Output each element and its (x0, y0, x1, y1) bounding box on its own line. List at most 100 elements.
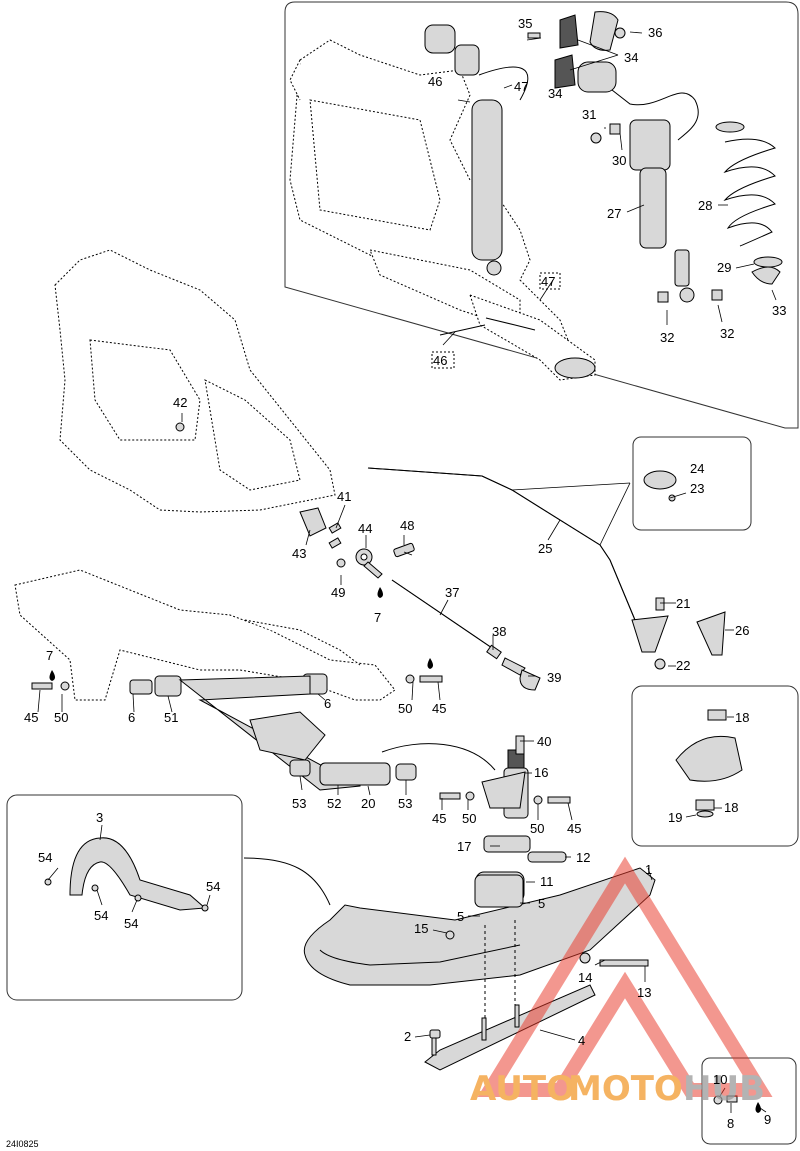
callout-35: 35 (518, 16, 532, 31)
callout-37: 37 (445, 585, 459, 600)
callout-6: 6 (128, 710, 135, 725)
lower-arm-linkage (439, 294, 596, 381)
callout-8: 8 (727, 1116, 734, 1131)
callout-5: 5 (457, 909, 464, 924)
callout-54: 54 (124, 916, 138, 931)
callout-39: 39 (547, 670, 561, 685)
callout-2: 2 (404, 1029, 411, 1044)
ski (243, 857, 656, 1030)
callout-5: 5 (538, 896, 545, 911)
callout-38: 38 (492, 624, 506, 639)
callout-18: 18 (735, 710, 749, 725)
a-arm-hardware (31, 674, 443, 691)
callout-47: 47 (514, 79, 528, 94)
watermark-hub: HUB (683, 1069, 765, 1109)
callout-41: 41 (337, 489, 351, 504)
spindle-bushing-frame (631, 685, 799, 847)
callout-50: 50 (530, 821, 544, 836)
callout-45: 45 (24, 710, 38, 725)
callout-4: 4 (578, 1033, 585, 1048)
callout-30: 30 (612, 153, 626, 168)
callout-34: 34 (624, 50, 638, 65)
a-arm (129, 673, 417, 791)
callout-50: 50 (462, 811, 476, 826)
callout-50: 50 (54, 710, 68, 725)
ref-box-47 (539, 272, 561, 290)
grease-drop-icon (755, 1102, 761, 1113)
callout-22: 22 (676, 658, 690, 673)
handle-assembly (44, 837, 209, 912)
callout-13: 13 (637, 985, 651, 1000)
callout-47: 47 (541, 274, 555, 289)
callout-23: 23 (690, 481, 704, 496)
callout-24: 24 (690, 461, 704, 476)
callout-32: 32 (660, 330, 674, 345)
tie-rod-bracket (175, 422, 342, 549)
callout-6: 6 (324, 696, 331, 711)
callout-52: 52 (327, 796, 341, 811)
handle-detail-frame (6, 794, 243, 1001)
callout-46: 46 (433, 353, 447, 368)
tie-rod (391, 579, 541, 691)
front-frame-outline (14, 569, 396, 701)
watermark-triangle-icon (477, 856, 773, 1097)
leader-lines (37, 31, 777, 1113)
callout-21: 21 (676, 596, 690, 611)
callout-40: 40 (537, 734, 551, 749)
tie-rod-end (336, 542, 415, 579)
callout-45: 45 (432, 811, 446, 826)
callout-28: 28 (698, 198, 712, 213)
carbide-runner (424, 984, 596, 1071)
callout-11: 11 (540, 874, 554, 889)
ref-box-46 (431, 351, 455, 369)
shock-mount-cylinder (424, 24, 529, 276)
callout-17: 17 (457, 839, 471, 854)
callout-50: 50 (398, 701, 412, 716)
callout-27: 27 (607, 206, 621, 221)
callout-26: 26 (735, 623, 749, 638)
callout-10: 10 (713, 1072, 727, 1087)
bracket-detail-frame (632, 436, 752, 531)
callout-54: 54 (206, 879, 220, 894)
steering-column (367, 467, 726, 670)
callout-9: 9 (764, 1112, 771, 1127)
watermark-moto: MOTO (568, 1069, 683, 1109)
callout-31: 31 (582, 107, 596, 122)
callout-43: 43 (292, 546, 306, 561)
callout-15: 15 (414, 921, 428, 936)
callout-25: 25 (538, 541, 552, 556)
callout-53: 53 (398, 796, 412, 811)
carbide-detail-frame (701, 1057, 797, 1145)
callout-51: 51 (164, 710, 178, 725)
automotohub-watermark: AUTO MOTO HUB (470, 856, 773, 1109)
bushing-detail (675, 709, 743, 818)
callout-3: 3 (96, 810, 103, 825)
callout-53: 53 (292, 796, 306, 811)
callout-14: 14 (578, 970, 592, 985)
callout-49: 49 (331, 585, 345, 600)
grease-drop-icon (427, 658, 433, 669)
chassis-middle-outline (54, 249, 336, 513)
watermark-auto: AUTO (470, 1069, 575, 1109)
callout-33: 33 (772, 303, 786, 318)
callout-7: 7 (374, 610, 381, 625)
callout-16: 16 (534, 765, 548, 780)
callout-36: 36 (648, 25, 662, 40)
diagram-ref-code: 24I0825 (6, 1139, 39, 1149)
callout-45: 45 (567, 821, 581, 836)
callout-32: 32 (720, 326, 734, 341)
coil-spring (715, 121, 783, 285)
callout-19: 19 (668, 810, 682, 825)
callout-20: 20 (361, 796, 375, 811)
callout-12: 12 (576, 850, 590, 865)
grease-drop-icon (49, 670, 55, 681)
callout-1: 1 (645, 862, 652, 877)
callout-29: 29 (717, 260, 731, 275)
shock-absorber (577, 61, 723, 303)
callout-54: 54 (38, 850, 52, 865)
callout-7: 7 (46, 648, 53, 663)
callout-44: 44 (358, 521, 372, 536)
callout-48: 48 (400, 518, 414, 533)
